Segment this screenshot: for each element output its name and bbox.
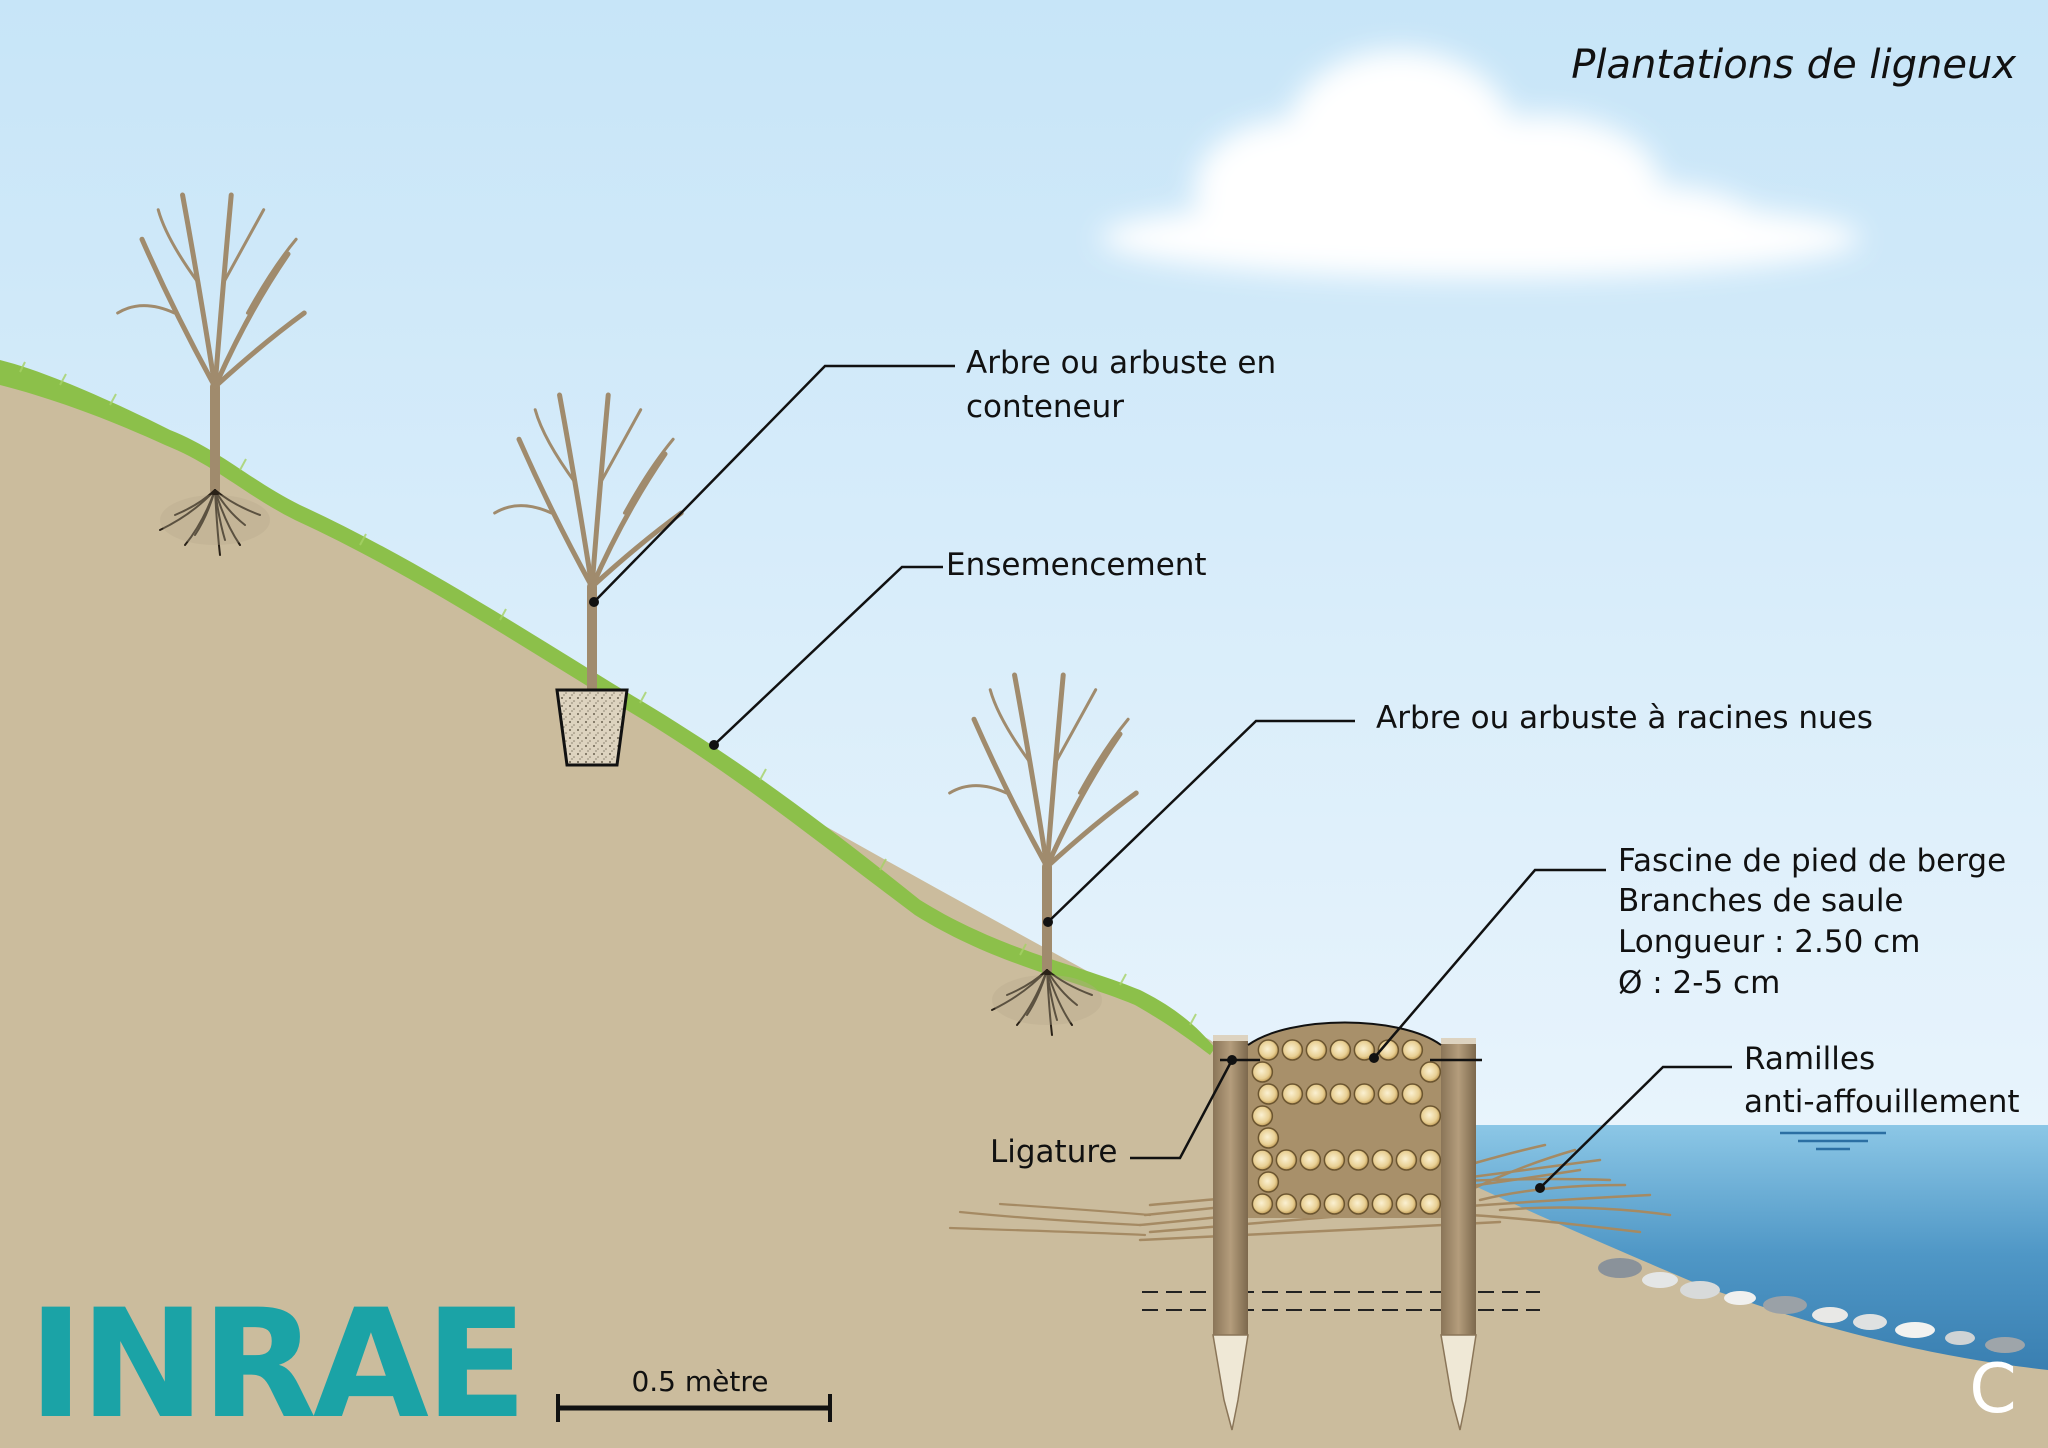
leader-dot — [589, 597, 599, 607]
leader-binding — [1130, 1059, 1234, 1160]
leader-dot — [1535, 1183, 1545, 1193]
inrae-logo: INRAE — [28, 1278, 523, 1448]
leader-dot — [1369, 1053, 1379, 1063]
scale-bar-label: 0.5 mètre — [631, 1365, 768, 1398]
leader-container-tree — [593, 364, 955, 603]
corner-letter: C — [1969, 1350, 2016, 1429]
leader-bare-root — [1047, 719, 1355, 923]
label-fascine-line4: Ø : 2-5 cm — [1618, 965, 1780, 1001]
label-binding: Ligature — [990, 1134, 1118, 1170]
label-twigs-line2: anti-affouillement — [1744, 1084, 2020, 1120]
stake-right — [1440, 1038, 1477, 1431]
water-level-icon — [1780, 1131, 1886, 1151]
label-container-tree-line2: conteneur — [966, 389, 1124, 425]
soil-bank — [0, 383, 2048, 1448]
cloud — [1100, 50, 1860, 278]
label-fascine-line1: Fascine de pied de berge — [1618, 843, 2006, 879]
burial-depth-lines — [1142, 1291, 1540, 1311]
leader-seeding — [713, 565, 943, 746]
scale-bar: 0.5 mètre — [556, 1365, 832, 1422]
label-fascine-line2: Branches de saule — [1618, 883, 1904, 919]
fascine-willow-branches — [1251, 1039, 1442, 1215]
leader-dot — [1043, 917, 1053, 927]
twigs-left — [948, 1202, 1152, 1237]
fascine-bundle-bg — [1248, 1022, 1441, 1218]
leader-twigs — [1539, 1065, 1732, 1189]
leader-fascine — [1373, 868, 1606, 1059]
label-container-tree-line1: Arbre ou arbuste en — [966, 345, 1276, 381]
grass-texture — [19, 361, 1197, 1026]
label-fascine-line3: Longueur : 2.50 cm — [1618, 924, 1920, 960]
plant-container — [555, 688, 629, 767]
grass-strip — [0, 360, 1215, 1055]
leader-dot — [1227, 1055, 1237, 1065]
label-twigs-line1: Ramilles — [1744, 1041, 1875, 1077]
diagram-title: Plantations de ligneux — [1571, 42, 2016, 88]
label-bare-root-tree: Arbre ou arbuste à racines nues — [1376, 700, 1873, 736]
fascine-binding-wire — [1247, 1021, 1442, 1046]
leader-dot — [709, 740, 719, 750]
label-seeding: Ensemencement — [946, 547, 1207, 583]
shore-pebbles — [1598, 1258, 2025, 1353]
tree-top — [116, 192, 307, 556]
